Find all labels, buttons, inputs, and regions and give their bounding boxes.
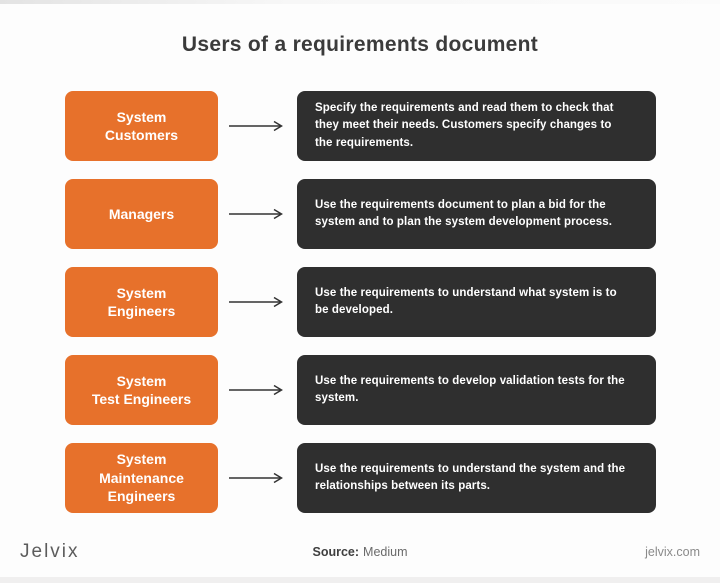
- source-value: Medium: [363, 545, 408, 559]
- role-box: System Customers: [65, 91, 218, 161]
- source-attribution: Source:Medium: [312, 545, 407, 559]
- role-box: System Maintenance Engineers: [65, 443, 218, 513]
- description-text: Use the requirements to develop validati…: [315, 374, 625, 404]
- description-box: Use the requirements to understand the s…: [297, 443, 656, 513]
- arrow-icon: [218, 267, 297, 337]
- description-box: Use the requirements to understand what …: [297, 267, 656, 337]
- description-text: Use the requirements document to plan a …: [315, 198, 613, 228]
- row-system-maintenance-engineers: System Maintenance Engineers Use the req…: [65, 443, 656, 513]
- rows-container: System Customers Specify the requirement…: [65, 91, 656, 513]
- arrow-icon: [218, 91, 297, 161]
- role-box: System Test Engineers: [65, 355, 218, 425]
- row-system-customers: System Customers Specify the requirement…: [65, 91, 656, 161]
- arrow-icon: [218, 355, 297, 425]
- role-box: Managers: [65, 179, 218, 249]
- role-box: System Engineers: [65, 267, 218, 337]
- arrow-icon: [218, 179, 297, 249]
- top-edge-shade: [0, 0, 720, 4]
- description-box: Specify the requirements and read them t…: [297, 91, 656, 161]
- row-system-engineers: System Engineers Use the requirements to…: [65, 267, 656, 337]
- row-managers: Managers Use the requirements document t…: [65, 179, 656, 249]
- page-title: Users of a requirements document: [181, 33, 539, 56]
- description-text: Use the requirements to understand what …: [315, 286, 617, 316]
- arrow-icon: [218, 443, 297, 513]
- row-system-test-engineers: System Test Engineers Use the requiremen…: [65, 355, 656, 425]
- source-label: Source:: [312, 545, 360, 559]
- description-box: Use the requirements document to plan a …: [297, 179, 656, 249]
- description-text: Specify the requirements and read them t…: [315, 102, 614, 149]
- description-box: Use the requirements to develop validati…: [297, 355, 656, 425]
- bottom-edge-shade: [0, 577, 720, 583]
- website-text: jelvix.com: [645, 545, 700, 559]
- description-text: Use the requirements to understand the s…: [315, 462, 626, 492]
- jelvix-logo: Jelvix: [20, 541, 80, 562]
